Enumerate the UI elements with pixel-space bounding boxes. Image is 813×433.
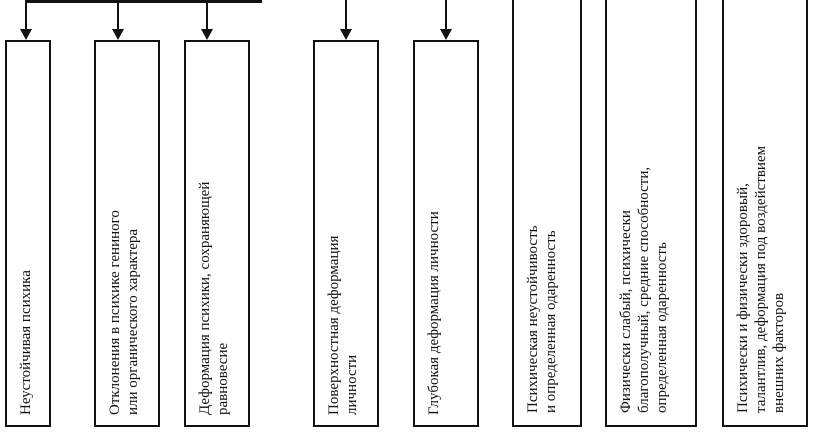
category-box-healthy-talented: Психически и физически здоровый, талантл…: [722, 0, 808, 427]
box-text-line: личности: [344, 354, 360, 415]
box-text-line: Психически и физически здоровый,: [735, 183, 751, 413]
connector-stem-4: [345, 0, 347, 30]
category-box-unstable-psyche: Неустойчивая психика: [5, 40, 51, 427]
connector-stem-5: [445, 0, 447, 30]
category-box-balanced-deformation: Деформация психики, сохраняющей равновес…: [184, 40, 250, 427]
box-text-line: Психическая неустойчивость: [525, 225, 541, 413]
arrow-down-icon: [112, 29, 124, 40]
arrow-down-icon: [440, 29, 452, 40]
category-box-surface-deformation: Поверхностная деформация личности: [313, 40, 379, 427]
box-text-line: или органического характера: [125, 228, 141, 415]
box-text-line: и определенная одаренность: [543, 230, 559, 413]
top-connector-left: [25, 0, 262, 3]
box-text-line: внешних факторов: [771, 292, 787, 413]
box-text-line: равновесие: [215, 342, 231, 415]
connector-stem-2: [117, 0, 119, 30]
box-text-line: Неустойчивая психика: [18, 270, 34, 415]
box-text-line: благополучный, средние способности,: [636, 166, 652, 413]
arrow-down-icon: [201, 29, 213, 40]
box-text-line: Отклонения в психике гениного: [107, 210, 123, 415]
connector-stem-3: [206, 0, 208, 30]
box-text-line: определенная одаренность: [654, 242, 670, 413]
box-text-line: Деформация психики, сохраняющей: [197, 181, 213, 415]
box-text-line: Физически слабый, психически: [618, 210, 634, 413]
box-text-line: Глубокая деформация личности: [426, 211, 442, 415]
category-box-physically-weak: Физически слабый, психически благополучн…: [605, 0, 697, 427]
category-box-genius-deviation: Отклонения в психике гениного или органи…: [94, 40, 160, 427]
connector-stem-1: [25, 0, 27, 30]
category-box-deep-deformation: Глубокая деформация личности: [413, 40, 479, 427]
category-box-psychic-instability-gift: Психическая неустойчивость и определенна…: [512, 0, 582, 427]
arrow-down-icon: [340, 29, 352, 40]
arrow-down-icon: [20, 29, 32, 40]
box-text-line: талантлив, деформация под воздействием: [753, 145, 769, 413]
box-text-line: Поверхностная деформация: [326, 235, 342, 415]
